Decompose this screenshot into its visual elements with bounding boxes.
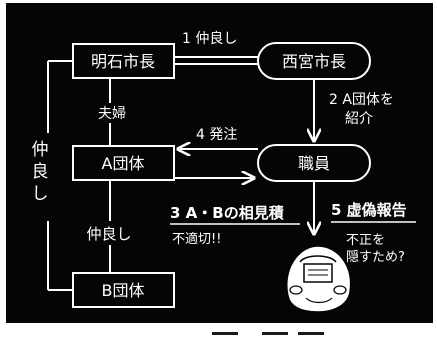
step1-double-line [174,56,258,65]
couple-label-bg [92,103,132,123]
staff-node: 職員 [257,144,371,182]
callout-line1: 不正を [346,233,385,248]
friends-ab-label-bg [80,221,138,245]
couple-label: 夫婦 [98,105,126,122]
callout-line2: 隠すため? [346,250,405,265]
bottom-mark-2 [262,332,288,335]
friends-ab-label: 仲良し [86,225,131,243]
mayor-nishinomiya-node: 西宮市長 [257,42,371,80]
friends-left-label-char2: 良 [32,162,49,182]
staff-label: 職員 [298,154,330,173]
step4-label: 4 発注 [196,127,237,143]
bottom-mark-1 [212,332,238,335]
mayor-akashi-label: 明石市長 [91,52,155,71]
step5-label: 5 虚偽報告 [331,201,407,219]
step3-label-line1: 3 A・Bの相見積 [170,204,285,222]
step3-label-line2: 不適切!! [172,231,221,247]
friends-left-label-char3: し [32,184,49,204]
mayor-nishinomiya-label: 西宮市長 [282,52,346,71]
mayor-akashi-node: 明石市長 [72,43,175,79]
step1-label: 1 仲良し [182,31,237,47]
group-a-node: A団体 [72,145,175,181]
group-b-label: B団体 [102,281,145,300]
group-a-label: A団体 [102,154,145,173]
step2-label-line2: 紹介 [345,111,373,127]
friends-left-label-char1: 仲 [32,140,49,160]
bracket-label-bg [26,133,66,221]
group-b-node: B団体 [72,272,175,308]
bottom-mark-3 [298,332,324,335]
step2-label-line1: 2 A団体を [329,92,394,108]
hiding-figure-illustration [286,245,352,313]
